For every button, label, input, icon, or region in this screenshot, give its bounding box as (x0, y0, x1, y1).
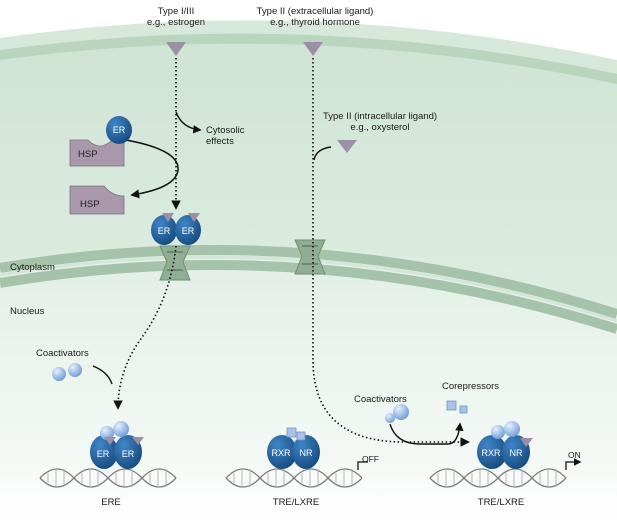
thyroid-hormone-ligand-icon (303, 42, 323, 56)
ligand-type2-extra-line1: Type II (extracellular ligand) (256, 6, 374, 17)
coactivators-right-label: Coactivators (354, 394, 407, 405)
ligand-type1-label: Type I/III e.g., estrogen (147, 6, 205, 28)
corepressors-label: Corepressors (442, 381, 500, 392)
cytosolic-line2: effects (206, 136, 234, 147)
svg-text:ER: ER (97, 449, 110, 459)
ligand-type1-line1: Type I/III (157, 6, 195, 17)
coactivator-ball-right-2 (385, 413, 395, 423)
rxr-nr-off: RXR NR (267, 427, 320, 469)
coactivator-ball-left-1 (52, 367, 66, 381)
svg-text:ER: ER (122, 449, 135, 459)
dna-helix-tre-right (429, 468, 567, 488)
oxysterol-entry-line (313, 146, 332, 161)
er-nuclear-path (113, 245, 177, 410)
corepressor-square-2 (459, 405, 468, 414)
on-switch-arrow-icon (565, 458, 582, 470)
off-switch-icon (357, 461, 368, 470)
coactivator-left-line (92, 365, 113, 385)
er-dimer-ere: ER ER (90, 421, 144, 469)
er-label-unbound: ER (113, 125, 126, 135)
er-dimer-cytoplasm: ER ER (151, 213, 201, 245)
tre-lxre-mid-label: TRE/LXRE (272, 497, 320, 508)
coactivators-left-label: Coactivators (36, 348, 89, 359)
coactivator-ball-right-1 (393, 404, 409, 420)
dna-helix-ere (39, 468, 177, 488)
coactivator-ball-left-2 (68, 363, 82, 377)
ligand-type2-extra-label: Type II (extracellular ligand) e.g., thy… (257, 6, 374, 28)
nucleus-region (0, 253, 617, 518)
svg-text:NR: NR (510, 448, 523, 458)
on-label: ON (568, 450, 581, 460)
ligand-type2-intra-line1: Type II (intracellular ligand) (322, 111, 438, 122)
svg-text:RXR: RXR (481, 448, 501, 458)
svg-text:RXR: RXR (271, 448, 291, 458)
er-unbound (106, 116, 132, 144)
tre-lxre-right-label: TRE/LXRE (477, 497, 525, 508)
nuclear-pore-right (294, 239, 326, 275)
svg-text:NR: NR (300, 448, 313, 458)
corepressor-exchange-arrow (389, 422, 464, 445)
cytosolic-line1: Cytosolic (206, 125, 245, 136)
ere-label: ERE (101, 497, 121, 508)
ligand-type2-extra-line2: e.g., thyroid hormone (270, 17, 360, 28)
ligand-type2-intra-line2: e.g., oxysterol (350, 122, 410, 133)
corepressor-square-1 (446, 400, 457, 411)
hsp-complex-bound: HSP ER (69, 116, 132, 167)
estrogen-ligand-icon (166, 42, 186, 56)
svg-text:ER: ER (182, 226, 195, 236)
ligand-type1-line2: e.g., estrogen (146, 17, 206, 28)
hsp-released: HSP (69, 185, 125, 215)
rxr-nr-on: RXR NR (477, 421, 533, 469)
oxysterol-ligand-icon (337, 140, 357, 153)
dna-helix-tre-mid (225, 468, 363, 488)
nucleus-label: Nucleus (10, 306, 45, 317)
thyroid-hormone-path (312, 58, 470, 447)
cytosolic-effects-arrow (175, 111, 202, 134)
hsp-label-top: HSP (78, 149, 98, 160)
hsp-release-arrow (125, 139, 179, 199)
svg-text:ER: ER (158, 226, 171, 236)
cytosolic-effects-label: Cytosolic effects (206, 125, 245, 147)
off-label: OFF (362, 454, 379, 464)
hsp-label-released: HSP (80, 199, 100, 210)
ligand-type2-intra-label: Type II (intracellular ligand) e.g., oxy… (323, 111, 437, 133)
cytoplasm-label: Cytoplasm (10, 262, 55, 273)
nuclear-pore-left (159, 245, 191, 281)
